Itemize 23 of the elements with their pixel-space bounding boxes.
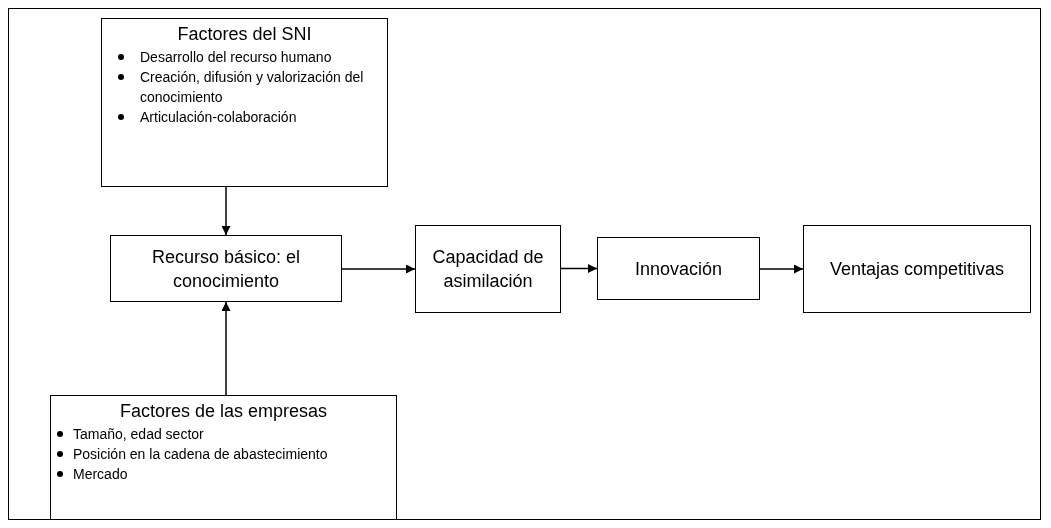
arrow xyxy=(560,264,598,273)
bullet-item: Desarrollo del recurso humano xyxy=(140,49,332,65)
arrow xyxy=(759,264,804,274)
box-label: Capacidad de asimilación xyxy=(431,246,545,293)
arrow xyxy=(341,264,416,274)
box-heading: Factores de las empresas xyxy=(119,400,328,422)
bullet-item: Tamaño, edad sector xyxy=(73,426,204,442)
box-heading: Factores del SNI xyxy=(177,23,312,45)
arrow xyxy=(221,186,231,236)
list-box xyxy=(50,395,397,520)
box-label: Recurso básico: el conocimiento xyxy=(150,245,302,293)
process-box xyxy=(803,225,1031,313)
process-box xyxy=(110,235,342,302)
process-box xyxy=(415,225,561,313)
process-box xyxy=(597,237,760,300)
bullet-item: Mercado xyxy=(73,466,128,482)
box-label: Ventajas competitivas xyxy=(828,258,1006,281)
bullet-item: Posición en la cadena de abastecimiento xyxy=(73,446,328,462)
bullet-item: Creación, difusión y valorización del conocimiento xyxy=(140,69,364,105)
bullet-item: Articulación-colaboración xyxy=(140,109,297,125)
arrow xyxy=(221,301,231,396)
list-box xyxy=(101,18,388,187)
box-label: Innovación xyxy=(633,257,724,281)
